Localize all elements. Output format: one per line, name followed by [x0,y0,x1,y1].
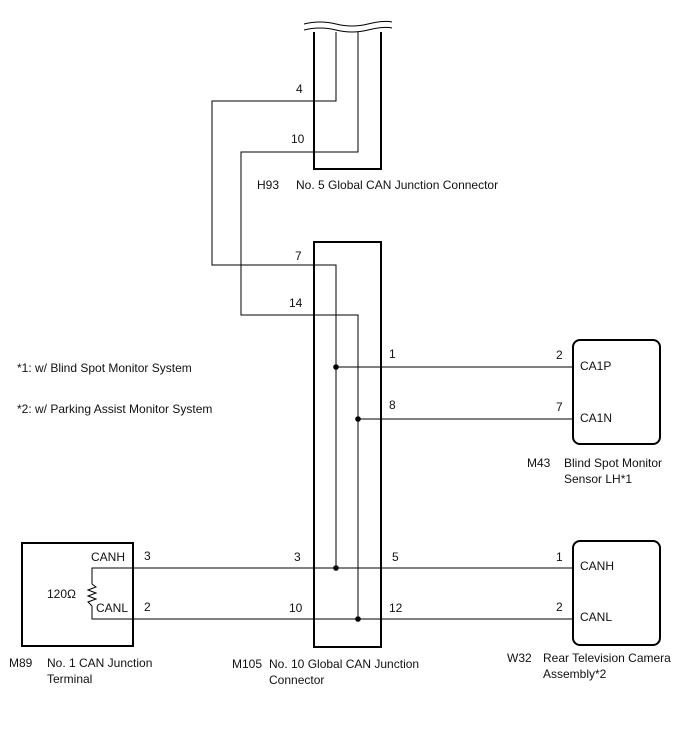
m89-pin-3: 3 [144,549,151,563]
m105-pin-5: 5 [392,550,399,564]
wires [86,32,573,620]
m89-internal-canh [91,567,133,584]
note-1: *1: w/ Blind Spot Monitor System [17,361,192,375]
w32-camera-box[interactable] [572,540,661,646]
m43-sensor-box[interactable] [572,339,661,445]
m89-signal-canh: CANH [91,550,125,564]
m105-code: M105 [232,657,262,671]
m105-pin-3: 3 [294,550,301,564]
wire-h93-4-to-m105-7 [211,32,337,568]
m43-pin-7: 7 [556,400,563,414]
m89-name-line1: No. 1 CAN Junction [47,656,152,670]
w32-signal-canh: CANH [580,559,614,573]
w32-pin-2: 2 [556,600,563,614]
m43-name-line2: Sensor LH*1 [564,472,632,486]
m105-pin-14: 14 [289,296,303,310]
m89-terminal-box[interactable] [21,542,134,647]
w32-name-line2: Assembly*2 [543,667,607,681]
w32-signal-canl: CANL [580,610,612,624]
m105-pin-12: 12 [389,601,403,615]
m89-pin-2: 2 [144,600,151,614]
junction-dot [333,364,339,370]
junction-dot [355,416,361,422]
m105-pin-7: 7 [295,249,302,263]
junction-dot [333,565,339,571]
m89-internal-canl [91,606,133,620]
m89-name-line2: Terminal [47,672,92,686]
m105-pin-10: 10 [289,601,303,615]
m43-name-line1: Blind Spot Monitor [564,456,662,470]
junction-dot [355,616,361,622]
w32-name-line1: Rear Television Camera [543,651,671,665]
h93-name: No. 5 Global CAN Junction Connector [296,178,498,192]
h93-pin-4: 4 [296,82,303,96]
wire-h93-10-to-m105-14 [240,32,359,619]
m105-name-line2: Connector [269,673,324,687]
h93-pin-10: 10 [291,132,305,146]
h93-connector[interactable] [303,20,393,170]
m43-code: M43 [527,456,551,470]
w32-pin-1: 1 [556,550,563,564]
junction-dots [333,364,361,622]
m105-connector[interactable] [313,241,382,648]
w32-code: W32 [507,651,532,665]
m105-pin-8: 8 [389,398,396,412]
m43-signal-ca1n: CA1N [580,411,612,425]
m89-resistance: 120Ω [47,587,76,601]
h93-code: H93 [257,178,279,192]
note-2: *2: w/ Parking Assist Monitor System [17,402,212,416]
m105-pin-1: 1 [389,347,396,361]
m89-code: M89 [9,656,33,670]
m89-signal-canl: CANL [96,601,128,615]
m43-pin-2: 2 [556,348,563,362]
resistor-zigzag-icon [86,583,98,607]
m105-name-line1: No. 10 Global CAN Junction [269,657,419,671]
m43-signal-ca1p: CA1P [580,359,611,373]
